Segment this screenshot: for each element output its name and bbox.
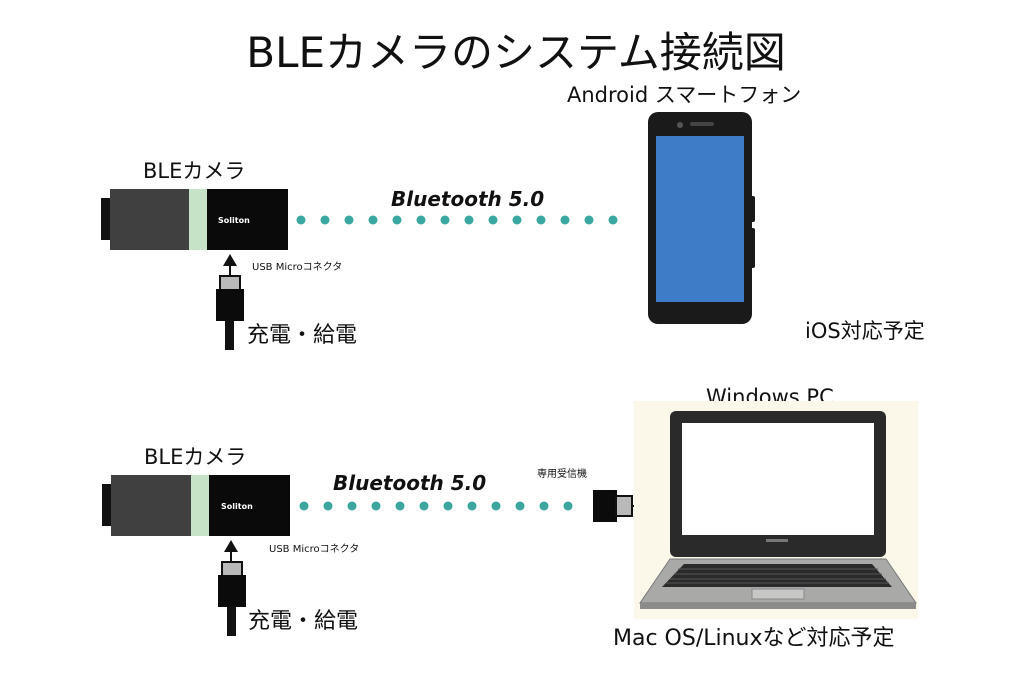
bottom-device-note: Mac OS/Linuxなど対応予定 bbox=[613, 626, 895, 651]
top-device-label: Android スマートフォン bbox=[567, 83, 802, 107]
top-device-note: iOS対応予定 bbox=[805, 319, 925, 343]
top-camera-label: BLEカメラ bbox=[143, 159, 246, 183]
page-title: BLEカメラのシステム接続図 bbox=[246, 28, 786, 77]
top-bluetooth-dots bbox=[296, 215, 618, 225]
receiver-label: 専用受信機 bbox=[537, 469, 587, 480]
top-link-label: Bluetooth 5.0 bbox=[391, 187, 545, 211]
bottom-camera-brand: Soliton bbox=[221, 502, 253, 511]
bottom-power-label: 充電・給電 bbox=[248, 609, 359, 634]
top-connector-label: USB Microコネクタ bbox=[252, 262, 343, 273]
smartphone-icon bbox=[648, 112, 755, 324]
top-camera-brand: Soliton bbox=[218, 216, 250, 225]
bottom-connector-label: USB Microコネクタ bbox=[269, 544, 360, 555]
bottom-link-label: Bluetooth 5.0 bbox=[333, 471, 487, 495]
bottom-bluetooth-dots bbox=[299, 501, 573, 511]
top-power-label: 充電・給電 bbox=[247, 323, 358, 348]
laptop-icon bbox=[634, 401, 918, 619]
bottom-camera-label: BLEカメラ bbox=[144, 445, 247, 469]
